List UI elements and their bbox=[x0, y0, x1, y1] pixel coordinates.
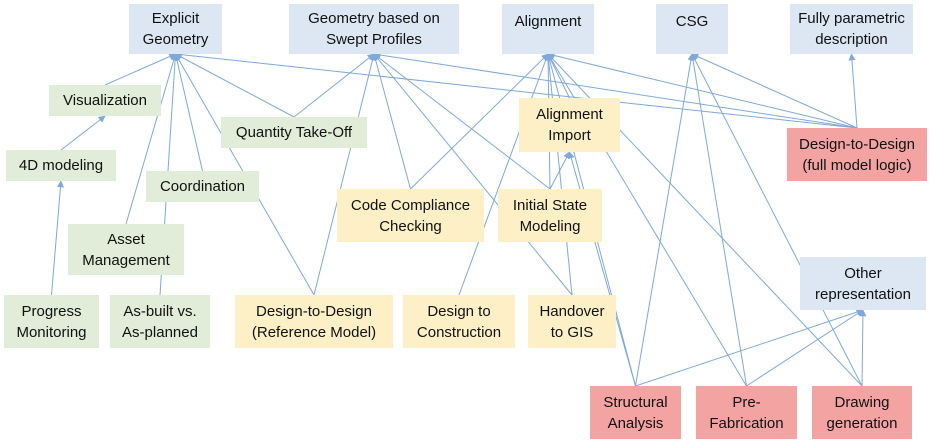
node-alignment: Alignment bbox=[502, 4, 594, 54]
node-quantity-takeoff-line1: Quantity Take-Off bbox=[235, 124, 353, 141]
node-drawing-generation: Drawing generation bbox=[812, 386, 912, 439]
node-progress-monitoring: Progress Monitoring bbox=[4, 295, 99, 348]
node-prefabrication-line2: Fabrication bbox=[709, 414, 784, 432]
node-swept-profiles-line2: Swept Profiles bbox=[326, 31, 422, 48]
node-asset-management: Asset Management bbox=[68, 224, 184, 275]
node-initial-state-line1: Initial State bbox=[512, 196, 588, 214]
node-asset-management-line2: Management bbox=[82, 251, 170, 269]
edge-d2d_full-to-alignment bbox=[547, 52, 858, 129]
edge-asset_management-to-explicit_geometry bbox=[125, 53, 178, 225]
edge-design_construction-to-alignment bbox=[458, 53, 550, 296]
node-csg: CSG bbox=[656, 4, 728, 54]
node-coordination: Coordination bbox=[146, 171, 259, 202]
edge-initial_state-to-alignment_import bbox=[549, 151, 570, 190]
edge-code_compliance-to-swept_profiles bbox=[372, 53, 411, 190]
node-alignment-line1: Alignment bbox=[514, 13, 582, 30]
node-csg-line1: CSG bbox=[675, 13, 709, 30]
edge-drawing_generation-to-csg bbox=[691, 53, 863, 387]
node-asset-management-line1: Asset bbox=[107, 230, 145, 248]
node-coordination-line1: Coordination bbox=[159, 178, 246, 195]
node-alignment-import-line2: Import bbox=[548, 127, 591, 144]
edge-structural_analysis-to-csg bbox=[635, 53, 695, 387]
node-explicit-geometry-line1: Explicit bbox=[151, 10, 200, 27]
node-fully-parametric-line1: Fully parametric bbox=[798, 10, 905, 27]
node-code-compliance-line1: Code Compliance bbox=[350, 196, 471, 214]
edge-d2d_full-to-fully_parametric bbox=[848, 53, 858, 129]
edge-structural_analysis-to-alignment_import bbox=[567, 151, 636, 387]
node-quantity-takeoff: Quantity Take-Off bbox=[221, 117, 367, 148]
edge-quantity_takeoff-to-explicit_geometry bbox=[174, 53, 295, 118]
edge-prefabrication-to-other_representation bbox=[746, 309, 864, 387]
edge-progress_monitoring-to-modeling_4d bbox=[51, 180, 64, 296]
node-progress-monitoring-line2: Monitoring bbox=[16, 323, 87, 341]
node-d2d-reference-line1: Design-to-Design bbox=[256, 302, 372, 320]
edge-alignment_import-to-alignment bbox=[547, 53, 570, 99]
node-code-compliance: Code Compliance Checking bbox=[337, 189, 484, 242]
node-fully-parametric: Fully parametric description bbox=[790, 4, 913, 54]
node-drawing-generation-line2: generation bbox=[826, 414, 898, 432]
edge-d2d_full-to-swept_profiles bbox=[373, 51, 858, 129]
node-progress-monitoring-line1: Progress bbox=[21, 302, 82, 320]
node-structural-analysis-line2: Analysis bbox=[607, 414, 664, 432]
node-alignment-import: Alignment Import bbox=[519, 98, 620, 152]
edge-coordination-to-explicit_geometry bbox=[173, 53, 203, 172]
node-prefabrication-line1: Pre- bbox=[732, 393, 761, 411]
edge-handover_gis-to-alignment bbox=[545, 53, 573, 296]
edge-code_compliance-to-alignment bbox=[410, 53, 549, 190]
node-other-representation: Other representation bbox=[800, 257, 926, 310]
edge-d2d_full-to-explicit_geometry bbox=[174, 51, 858, 129]
edge-initial_state-to-swept_profiles bbox=[373, 53, 551, 190]
node-visualization-line1: Visualization bbox=[63, 92, 147, 109]
node-swept-profiles-line1: Geometry based on bbox=[308, 10, 440, 27]
node-prefabrication: Pre- Fabrication bbox=[696, 386, 797, 439]
node-explicit-geometry-line2: Geometry bbox=[142, 31, 209, 48]
node-asbuilt-asplanned-line2: As-planned bbox=[122, 323, 198, 341]
node-code-compliance-line2: Checking bbox=[379, 217, 442, 235]
node-structural-analysis: Structural Analysis bbox=[590, 386, 681, 439]
node-drawing-generation-line1: Drawing bbox=[834, 393, 890, 411]
node-fully-parametric-line2: description bbox=[815, 31, 888, 48]
node-handover-gis-line1: Handover bbox=[539, 302, 605, 320]
node-d2d-reference: Design-to-Design (Reference Model) bbox=[235, 295, 393, 348]
node-visualization: Visualization bbox=[49, 85, 161, 116]
node-structural-analysis-line1: Structural bbox=[603, 393, 668, 411]
node-other-representation-line2: representation bbox=[815, 285, 911, 303]
node-initial-state: Initial State Modeling bbox=[498, 189, 602, 242]
node-design-construction-line1: Design to bbox=[427, 302, 491, 320]
edge-visualization-to-explicit_geometry bbox=[104, 53, 177, 86]
node-handover-gis-line2: to GIS bbox=[550, 323, 594, 341]
edge-structural_analysis-to-other_representation bbox=[635, 308, 864, 387]
edge-d2d_reference-to-swept_profiles bbox=[313, 53, 376, 296]
node-initial-state-line2: Modeling bbox=[519, 217, 581, 235]
edge-modeling_4d-to-visualization bbox=[60, 115, 106, 151]
node-4d-modeling-line1: 4D modeling bbox=[18, 157, 104, 174]
node-4d-modeling: 4D modeling bbox=[6, 150, 116, 181]
node-d2d-full-line1: Design-to-Design bbox=[799, 135, 915, 153]
node-d2d-full: Design-to-Design (full model logic) bbox=[787, 128, 927, 181]
node-asbuilt-asplanned-line1: As-built vs. bbox=[123, 302, 197, 320]
node-explicit-geometry: Explicit Geometry bbox=[129, 4, 222, 54]
node-asbuilt-asplanned: As-built vs. As-planned bbox=[110, 295, 210, 348]
node-other-representation-line1: Other bbox=[844, 264, 882, 282]
node-handover-gis: Handover to GIS bbox=[528, 295, 616, 348]
edge-handover_gis-to-swept_profiles bbox=[373, 53, 573, 296]
node-d2d-reference-line2: (Reference Model) bbox=[251, 323, 377, 341]
node-design-construction-line2: Construction bbox=[416, 323, 502, 341]
edge-prefabrication-to-csg bbox=[689, 53, 747, 387]
node-d2d-full-line2: (full model logic) bbox=[802, 156, 912, 174]
node-alignment-import-line1: Alignment bbox=[536, 106, 603, 123]
edge-drawing_generation-to-other_representation bbox=[859, 309, 867, 387]
edge-d2d_full-to-csg bbox=[691, 53, 858, 129]
node-design-construction: Design to Construction bbox=[403, 295, 515, 348]
edge-quantity_takeoff-to-swept_profiles bbox=[293, 53, 375, 118]
node-swept-profiles: Geometry based on Swept Profiles bbox=[289, 4, 459, 54]
